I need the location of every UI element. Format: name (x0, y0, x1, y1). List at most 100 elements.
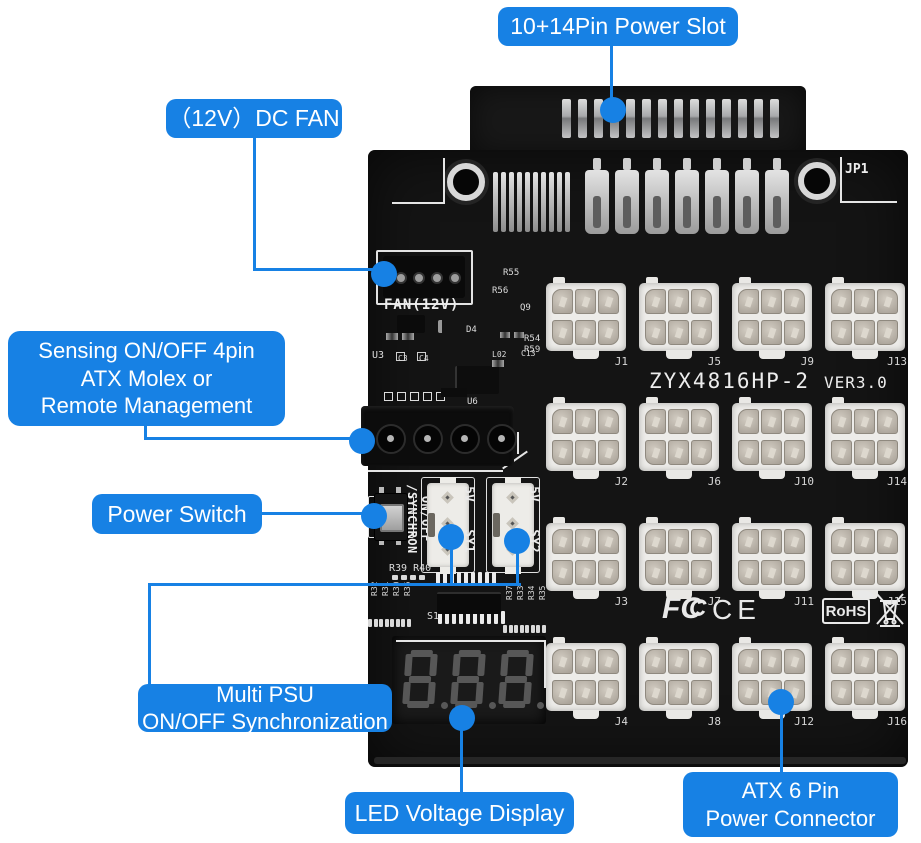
connector-tab (666, 590, 692, 599)
switch-leg (379, 487, 384, 494)
fcc-letter: C (680, 592, 702, 625)
pin-contact (744, 447, 754, 459)
pin-contact (837, 296, 847, 308)
connector-cavity (761, 320, 782, 345)
pin-contact (581, 567, 591, 579)
smd-component (441, 388, 467, 397)
jp1-silkscreen-label: JP1 (845, 162, 869, 177)
connector-cavity (854, 649, 875, 674)
pin-contact (651, 296, 661, 308)
pin-contact (860, 296, 870, 308)
segment (500, 654, 509, 676)
header-tab (440, 567, 456, 574)
connector-cavity (877, 680, 898, 705)
pin-contact (767, 656, 777, 668)
solder-pad (485, 572, 489, 585)
switch-leg (396, 487, 401, 494)
solder-pad (487, 611, 491, 624)
fcc-letter: F (662, 592, 681, 625)
connector-cavity (668, 529, 689, 554)
smd-cap (417, 352, 426, 361)
clip-slot (593, 196, 601, 228)
clip-tab (713, 158, 721, 170)
connector-cavity (598, 560, 619, 585)
solder-pad (494, 611, 498, 624)
connector-tab-top (832, 397, 844, 403)
connector-tab-top (646, 517, 658, 523)
connector-cavity (831, 529, 852, 554)
board-version-label: VER3.0 (824, 373, 888, 392)
edge-clip-contacts (585, 158, 789, 234)
header-tab (505, 567, 521, 574)
pin-contact (558, 447, 568, 459)
callout-dot-power-slot (600, 97, 626, 123)
connector-cavity (854, 409, 875, 434)
pin-contact (581, 416, 591, 428)
connector-cavity (552, 529, 573, 554)
callout-led-display-text: LED Voltage Display (354, 799, 565, 826)
connector-tab (666, 710, 692, 719)
pin-contact (604, 327, 614, 339)
smd-cap (396, 352, 405, 361)
connector-cavity (575, 649, 596, 674)
pin-contact (744, 567, 754, 579)
solder-pad (457, 572, 461, 585)
silkscreen-ref-label: C3 (398, 354, 408, 363)
segment (504, 675, 528, 683)
solder-pad (536, 625, 540, 633)
connector-cavity (691, 320, 712, 345)
weee-bin-icon (876, 593, 904, 627)
silkscreen-ref-label: R33 (516, 585, 525, 600)
silkscreen-line (392, 202, 445, 204)
callout-line (516, 552, 519, 586)
callout-dot-switch (361, 503, 387, 529)
connector-cavity (552, 560, 573, 585)
solder-pad (419, 575, 425, 580)
pin-contact (837, 567, 847, 579)
connector-cavity (668, 680, 689, 705)
segment (502, 701, 526, 708)
pin-contact (604, 687, 614, 699)
connector-cavity (784, 409, 805, 434)
pin-contact (883, 656, 893, 668)
connector-cavity (575, 289, 596, 314)
slot-contact-pad (738, 99, 747, 138)
pin-contact (581, 296, 591, 308)
callout-dc-fan-text: （12V）DC FAN (168, 105, 340, 132)
connector-tab-top (739, 517, 751, 523)
connector-cavity (761, 289, 782, 314)
pin-contact (860, 327, 870, 339)
connector-cavity (877, 289, 898, 314)
connector-silkscreen-label: J6 (707, 475, 721, 488)
pin-contact (837, 656, 847, 668)
callout-power-slot-text: 10+14Pin Power Slot (510, 13, 726, 40)
seven-segment-digit (450, 650, 486, 708)
connector-cavity (854, 529, 875, 554)
synchron-line-synchron: /SYNCHRON (405, 484, 419, 554)
slot-contact-pad (674, 99, 683, 138)
atx-6pin-connector: J9 (732, 277, 814, 368)
connector-cavity (854, 320, 875, 345)
connector-silkscreen-label: J8 (707, 715, 721, 728)
pin-contact (651, 327, 661, 339)
connector-cavity (691, 680, 712, 705)
pin-contact (767, 567, 777, 579)
pin-contact (744, 327, 754, 339)
connector-cavity (738, 409, 759, 434)
callout-dot-atx6 (768, 689, 794, 715)
edge-pin (509, 172, 514, 232)
connector-cavity (552, 289, 573, 314)
rohs-mark: RoHS (822, 598, 870, 624)
pin-contact (790, 536, 800, 548)
connector-cavity (738, 320, 759, 345)
atx-6pin-connector: J15 (825, 517, 907, 608)
connector-tab-top (646, 397, 658, 403)
pin-contact (744, 656, 754, 668)
callout-sensing-line3: Remote Management (40, 393, 253, 419)
pin-contact (860, 536, 870, 548)
callout-atx6-line2: Power Connector (705, 805, 876, 831)
connector-tab-top (646, 637, 658, 643)
pin-contact (883, 536, 893, 548)
pin-contact (767, 327, 777, 339)
connector-cavity (784, 440, 805, 465)
